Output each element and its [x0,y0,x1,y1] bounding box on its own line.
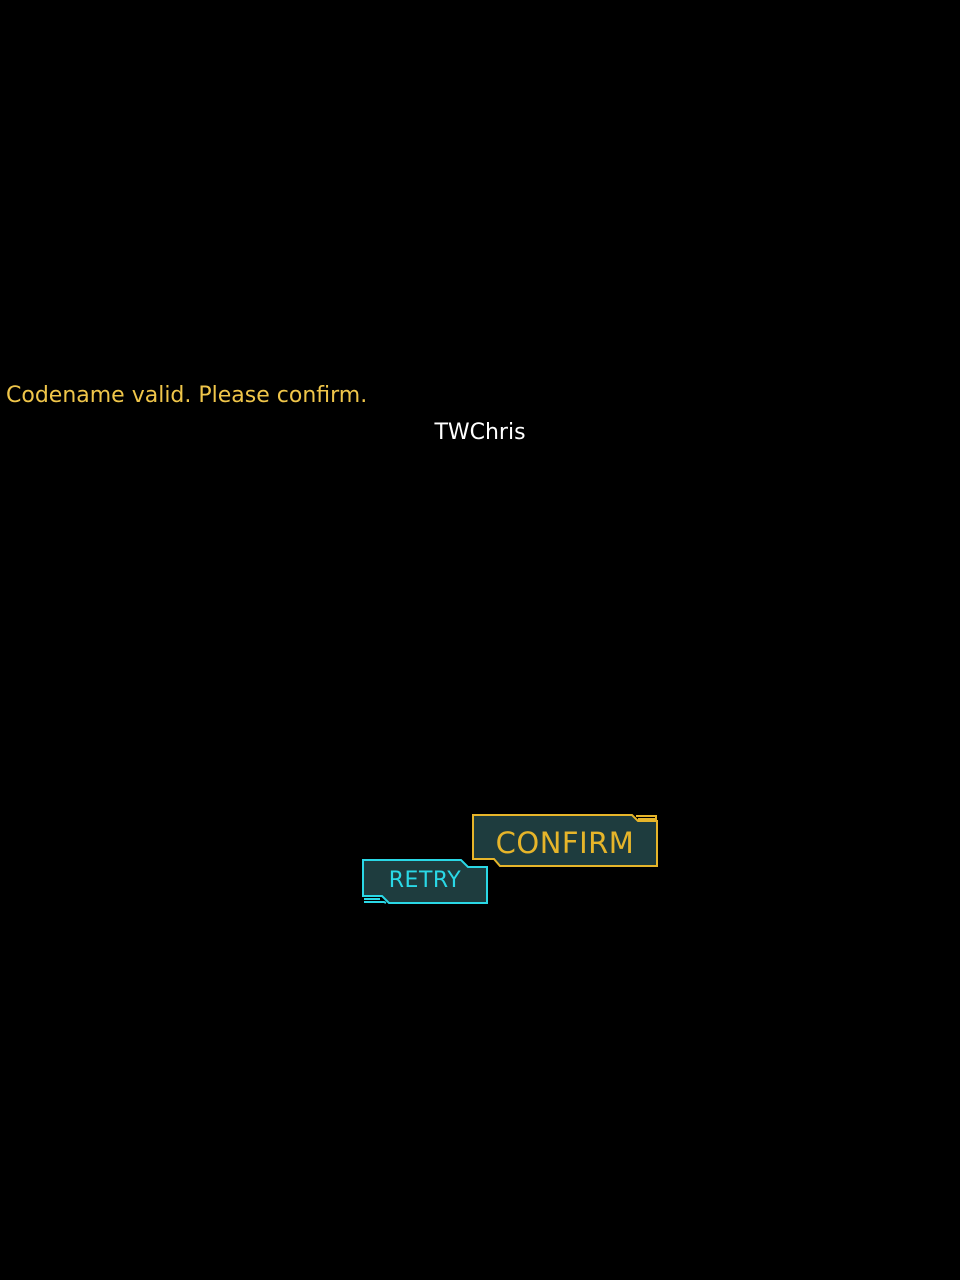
retry-button[interactable]: RETRY [362,859,488,904]
codename-value: TWChris [434,420,526,445]
retry-button-label: RETRY [388,868,462,893]
confirm-button[interactable]: CONFIRM [472,814,658,867]
status-message: Codename valid. Please confirm. [6,383,368,408]
retry-button-frame [362,859,488,904]
confirm-button-label: CONFIRM [495,825,635,860]
confirm-button-frame [472,814,658,867]
